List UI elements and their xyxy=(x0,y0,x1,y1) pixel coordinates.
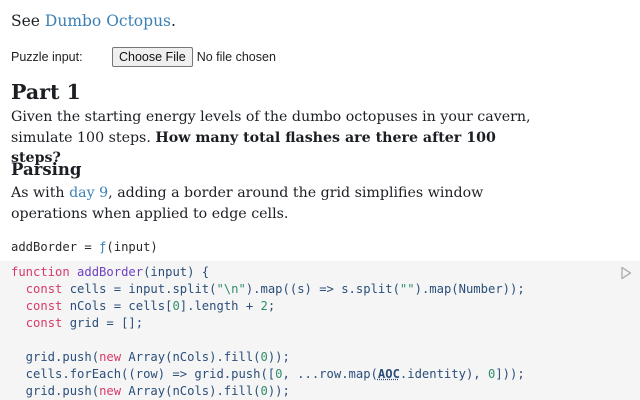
play-icon[interactable] xyxy=(620,266,632,280)
code-token: Array(nCols).fill( xyxy=(128,350,261,364)
parsing-heading: Parsing xyxy=(11,160,82,179)
code-token: 0 xyxy=(172,299,180,313)
code-line: grid.push(new Array(nCols).fill(0)); xyxy=(11,349,640,366)
code-token: grid.push( xyxy=(11,350,100,364)
code-token: .identity), xyxy=(399,367,488,381)
code-token: function xyxy=(11,265,78,279)
code-token: )); xyxy=(267,384,290,398)
code-token: const xyxy=(25,299,70,313)
function-symbol: ƒ xyxy=(99,240,107,254)
code-token: cells = input.split( xyxy=(69,282,217,296)
code-line: grid.push(new Array(nCols).fill(0)); xyxy=(11,383,640,400)
intro-suffix: . xyxy=(171,12,176,30)
code-token: grid = []; xyxy=(69,316,144,330)
intro-prefix: See xyxy=(11,12,45,30)
cell-args: (input) xyxy=(106,240,158,254)
parsing-description: As with day 9, adding a border around th… xyxy=(11,183,531,224)
code-line: const nCols = cells[0].length + 2; xyxy=(11,298,640,315)
code-token: (input) { xyxy=(143,265,210,279)
code-line: const cells = input.split("\n").map((s) … xyxy=(11,281,640,298)
code-token: 0 xyxy=(487,367,496,381)
code-line xyxy=(11,332,640,349)
code-line: cells.forEach((row) => grid.push([0, ...… xyxy=(11,366,640,383)
code-token: ).map((s) => s.split( xyxy=(245,282,400,296)
part1-description: Given the starting energy levels of the … xyxy=(11,107,531,169)
code-token: )); xyxy=(267,350,290,364)
code-token: const xyxy=(25,316,70,330)
code-token xyxy=(11,282,26,296)
dumbo-octopus-link[interactable]: Dumbo Octopus xyxy=(44,12,172,30)
code-token: addBorder xyxy=(77,265,144,279)
code-token: ].length + xyxy=(179,299,261,313)
code-editor[interactable]: function addBorder(input) { const cells … xyxy=(0,261,640,400)
code-token: "\n" xyxy=(216,282,246,296)
parsing-suffix: , adding a border around the grid simpli… xyxy=(11,185,484,222)
puzzle-input-label: Puzzle input: xyxy=(11,50,83,64)
code-token: const xyxy=(25,282,70,296)
part1-text: Given the starting energy levels of the … xyxy=(11,109,531,146)
puzzle-input-row: Puzzle input: Choose File No file chosen xyxy=(11,47,276,67)
code-token: new xyxy=(99,350,129,364)
code-token: AOC xyxy=(377,367,400,381)
cell-name: addBorder = xyxy=(11,240,100,254)
code-token xyxy=(11,299,26,313)
code-token: new xyxy=(99,384,129,398)
part1-heading: Part 1 xyxy=(11,80,81,104)
code-token: ])); xyxy=(495,367,525,381)
code-token: nCols = cells[ xyxy=(69,299,173,313)
parsing-prefix: As with xyxy=(11,185,70,201)
code-token: 0 xyxy=(260,350,268,364)
code-token: Array(nCols).fill( xyxy=(128,384,261,398)
code-token: grid.push( xyxy=(11,384,100,398)
file-status: No file chosen xyxy=(196,50,276,64)
cell-output[interactable]: addBorder = ƒ(input) xyxy=(11,240,158,254)
part1-question: How many total flashes are there after 1… xyxy=(11,129,496,167)
code-token: ; xyxy=(267,299,276,313)
code-token: ).map(Number)); xyxy=(414,282,525,296)
code-line: const grid = []; xyxy=(11,315,640,332)
intro-line: See Dumbo Octopus. xyxy=(11,11,176,31)
code-token: cells.forEach((row) => grid.push([ xyxy=(11,367,276,381)
code-token: , ...row.map( xyxy=(282,367,378,381)
code-line: function addBorder(input) { xyxy=(11,264,640,281)
code-token: 0 xyxy=(275,367,283,381)
code-token: 0 xyxy=(260,384,268,398)
day9-link[interactable]: day 9 xyxy=(69,185,109,201)
code-token: 2 xyxy=(260,299,268,313)
choose-file-button[interactable]: Choose File xyxy=(112,47,193,67)
code-token: "" xyxy=(399,282,415,296)
code-token xyxy=(11,316,26,330)
